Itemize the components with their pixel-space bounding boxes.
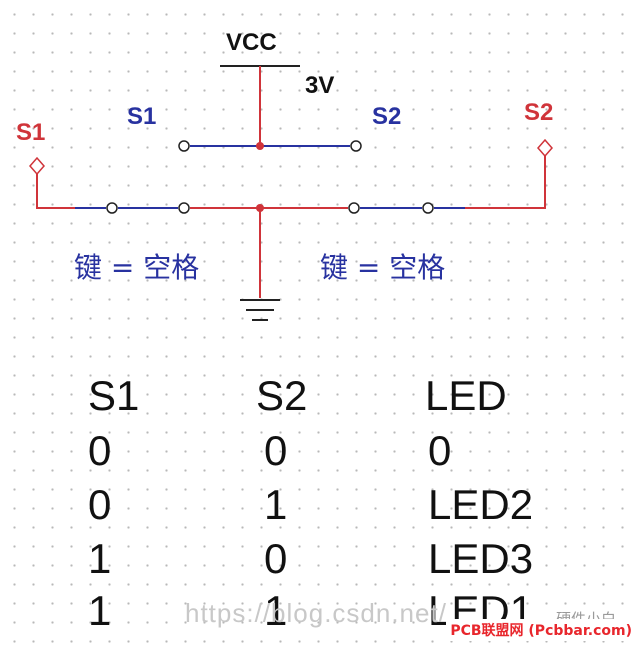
lower-contact-4 bbox=[422, 202, 434, 214]
table-cell: 1 bbox=[264, 587, 288, 634]
table-cell: 0 bbox=[264, 535, 288, 582]
switch-s1-label: S1 bbox=[127, 103, 156, 130]
table-cell: 0 bbox=[264, 427, 288, 474]
table-cell: 1 bbox=[264, 481, 288, 528]
lower-contact-3 bbox=[348, 202, 360, 214]
table-cell: LED3 bbox=[428, 535, 534, 582]
table-cell: 0 bbox=[88, 481, 112, 528]
key-left-label: 键 = 空格 bbox=[74, 251, 199, 284]
table-header-s1: S1 bbox=[88, 372, 140, 419]
table-cell: 0 bbox=[428, 427, 452, 474]
switch-s2-label: S2 bbox=[372, 103, 401, 130]
port-s1-label: S1 bbox=[16, 119, 45, 146]
table-cell: LED2 bbox=[428, 481, 534, 528]
table-cell: 0 bbox=[88, 427, 112, 474]
key-right-label: 键 = 空格 bbox=[320, 251, 445, 284]
schematic-diagram: VCC 3V S1 S2 S1 S2 键 = 空格 键 = 空格 bbox=[16, 29, 553, 321]
table-cell: 1 bbox=[88, 587, 112, 634]
vcc-label: VCC bbox=[226, 29, 277, 56]
table-cell: 1 bbox=[88, 535, 112, 582]
voltage-label: 3V bbox=[305, 72, 334, 99]
table-header-s2: S2 bbox=[256, 372, 308, 419]
vcc-junction bbox=[256, 142, 264, 150]
lower-contact-1 bbox=[106, 202, 118, 214]
upper-right-contact bbox=[350, 140, 362, 152]
port-s2-wire bbox=[465, 156, 546, 209]
port-s2-label: S2 bbox=[524, 99, 553, 126]
upper-left-contact bbox=[178, 140, 190, 152]
port-s1-wire bbox=[36, 174, 75, 209]
table-header-led: LED bbox=[425, 372, 507, 419]
lower-contact-2 bbox=[178, 202, 190, 214]
pcbbar-stamp: PCB联盟网 (Pcbbar.com) bbox=[446, 619, 636, 641]
csdn-watermark: https://blog.csdn.net/... bbox=[185, 598, 472, 628]
